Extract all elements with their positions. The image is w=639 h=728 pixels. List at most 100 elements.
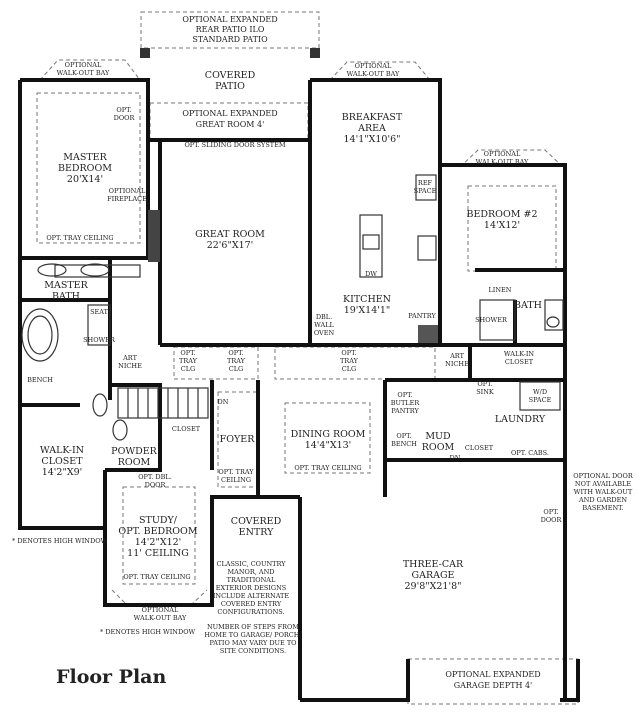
label-line: AND GARDEN — [578, 496, 627, 504]
label-line: SPACE — [529, 396, 552, 404]
label-line: NOT AVAILABLE — [575, 480, 631, 488]
label-line: SEAT — [90, 308, 109, 316]
label-line: WALK-OUT BAY — [57, 69, 110, 77]
label-line: OPT. — [228, 349, 243, 357]
label-shower-master: SHOWER — [83, 336, 116, 344]
label-line: 20'X14' — [67, 174, 103, 185]
label-line: PANTRY — [408, 312, 436, 320]
label-line: * DENOTES HIGH WINDOW — [12, 537, 108, 545]
label-line: BREAKFAST — [342, 112, 403, 123]
label-line: WALK-IN — [504, 350, 535, 358]
label-line: OPT. TRAY CEILING — [46, 234, 113, 242]
label-opt-sink: OPT.SINK — [476, 380, 494, 396]
label-line: W/D — [533, 388, 547, 396]
label-line: FIREPLACE — [107, 195, 147, 203]
label-high-window-1: * DENOTES HIGH WINDOW — [12, 537, 108, 545]
label-line: TRADITIONAL — [227, 576, 276, 584]
label-shower-bath: SHOWER — [475, 316, 508, 324]
label-line: HOME TO GARAGE/ PORCH/ — [204, 631, 302, 639]
label-line: OPT. TRAY — [218, 468, 254, 476]
label-pantry: PANTRY — [408, 312, 436, 320]
label-opt-door-garage: OPT.DOOR — [541, 508, 563, 524]
label-line: DOOR — [541, 516, 563, 524]
label-line: REF — [418, 179, 433, 187]
label-sliding-door: OPT. SLIDING DOOR SYSTEM — [184, 141, 285, 149]
label-bath: BATH — [514, 300, 542, 311]
label-line: GREAT ROOM — [195, 229, 265, 240]
label-tray-ceiling-master: OPT. TRAY CEILING — [46, 234, 113, 242]
label-line: SINK — [476, 388, 494, 396]
label-line: OPTIONAL EXPANDED — [182, 15, 277, 24]
label-line: SPACE — [414, 187, 437, 195]
label-opt-door-master: OPT.DOOR — [114, 106, 136, 122]
label-line: SITE CONDITIONS. — [220, 647, 286, 655]
stairs — [117, 387, 209, 419]
label-linen: LINEN — [488, 286, 511, 294]
label-line: LAUNDRY — [495, 414, 546, 425]
label-line: CLASSIC, COUNTRY — [216, 560, 286, 568]
label-line: OPT. — [477, 380, 492, 388]
label-line: BENCH — [27, 376, 53, 384]
label-line: TRAY — [179, 357, 198, 365]
label-line: MASTER — [44, 280, 88, 291]
label-line: OPT. — [396, 432, 411, 440]
label-line: BATH — [52, 291, 80, 302]
label-line: DOOR — [145, 481, 167, 489]
label-line: AREA — [357, 123, 386, 134]
label-line: CLOSET — [172, 425, 201, 433]
label-line: OPT. — [397, 391, 412, 399]
label-line: INCLUDE ALTERNATE — [213, 592, 290, 600]
label-line: ROOM — [118, 457, 151, 468]
label-line: DN — [450, 454, 461, 462]
label-line: EXTERIOR DESIGNS — [216, 584, 287, 592]
label-seat: SEAT — [90, 308, 109, 316]
label-line: WALK-OUT BAY — [476, 158, 529, 166]
label-line: 14'2"X9' — [42, 467, 83, 478]
label-line: CLOSET — [41, 456, 83, 467]
label-line: OPT. DBL. — [138, 473, 172, 481]
label-line: PATIO — [215, 81, 245, 92]
label-line: MANOR, AND — [228, 568, 275, 576]
label-line: GARAGE — [412, 570, 455, 581]
label-dn-mud: DN — [450, 454, 461, 462]
label-opt-bench-mud: OPT.BENCH — [391, 432, 417, 448]
label-line: STUDY/ — [139, 515, 178, 526]
label-line: OPT. SLIDING DOOR SYSTEM — [184, 141, 285, 149]
label-line: OPT. — [543, 508, 558, 516]
label-line: NUMBER OF STEPS FROM — [207, 623, 299, 631]
label-line: NICHE — [445, 360, 469, 368]
label-line: OPT. TRAY CEILING — [123, 573, 190, 581]
label-line: STANDARD PATIO — [192, 35, 268, 44]
label-line: ENTRY — [239, 527, 274, 538]
label-line: ART — [122, 354, 137, 362]
label-line: 29'8"X21'8" — [405, 581, 462, 592]
label-line: KITCHEN — [343, 294, 391, 305]
label-line: CLG — [181, 365, 195, 373]
label-line: CLOSET — [505, 358, 534, 366]
label-line: OPTIONAL — [355, 62, 392, 70]
label-line: WALK-OUT BAY — [347, 70, 400, 78]
label-line: OPT. — [341, 349, 356, 357]
label-line: OPTIONAL EXPANDED — [445, 670, 540, 679]
label-line: THREE-CAR — [403, 559, 464, 570]
label-line: WALK-OUT BAY — [134, 614, 187, 622]
